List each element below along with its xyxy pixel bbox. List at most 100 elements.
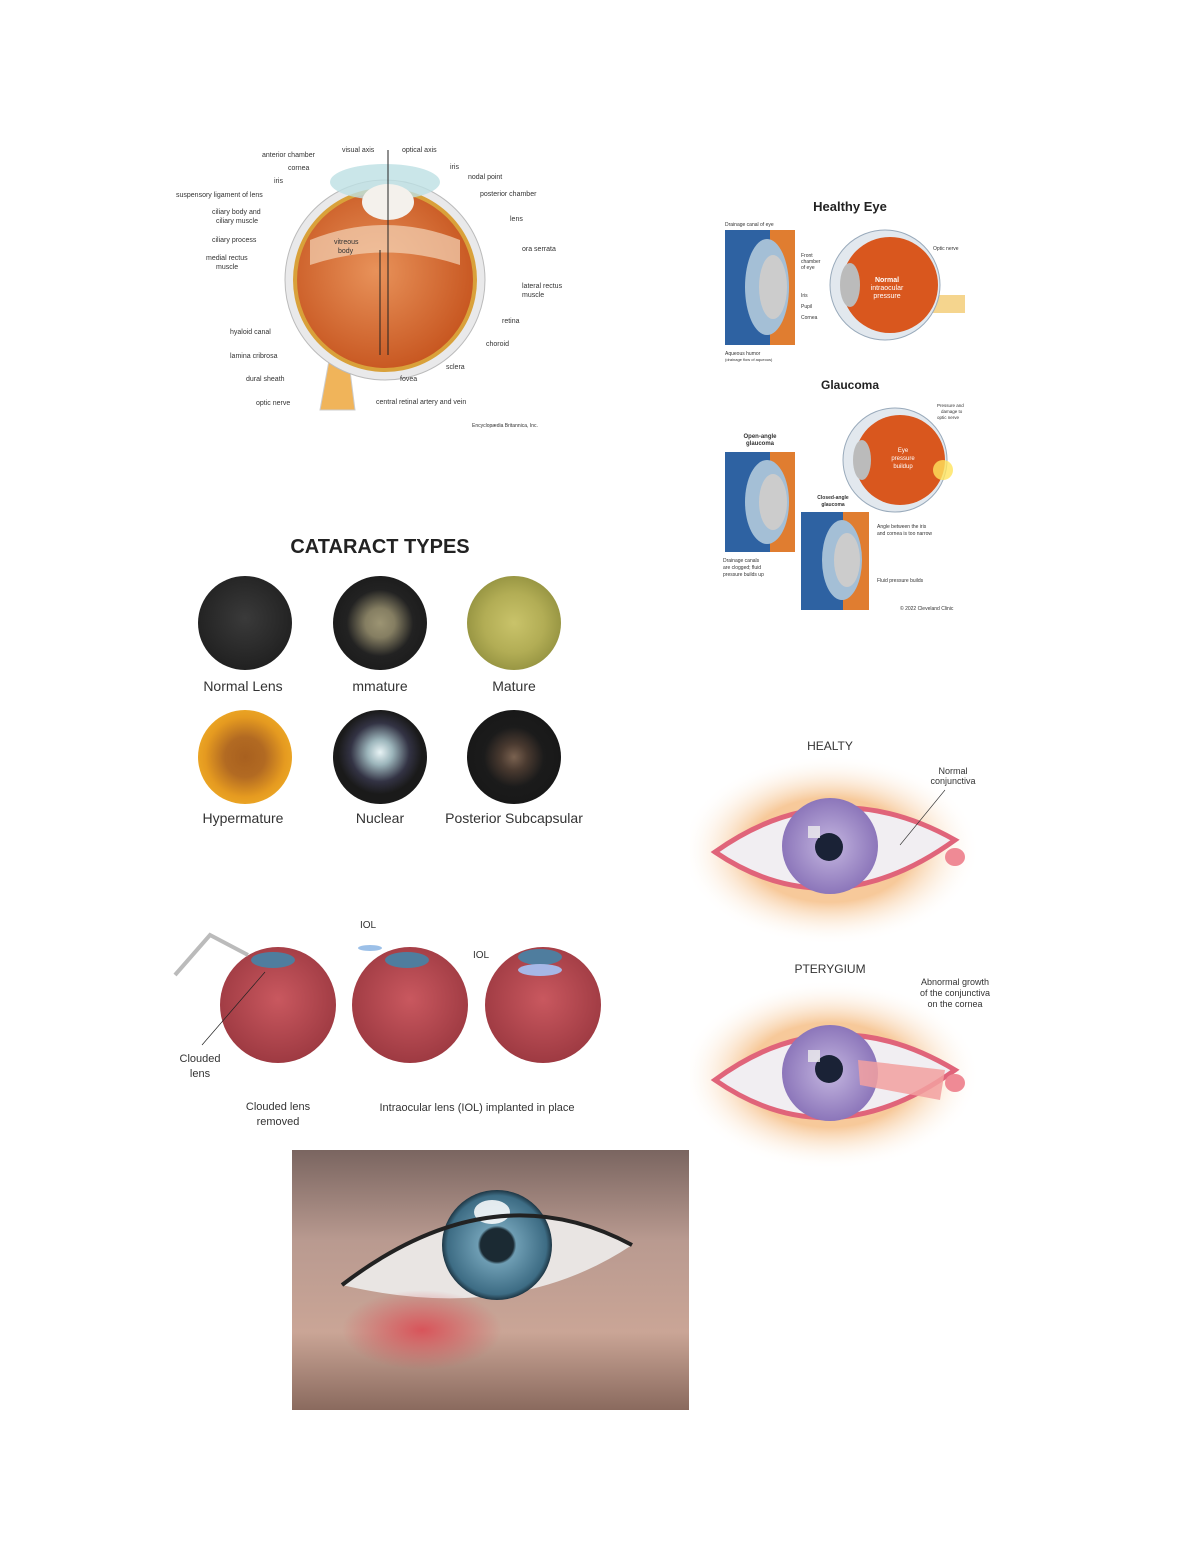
eyeball-step-1: [173, 932, 336, 1063]
figure-label: posterior chamber: [480, 191, 537, 198]
figure-label: ciliary body and: [212, 209, 261, 216]
figure-label: and cornea is too narrow: [877, 531, 932, 537]
figure-label: IOL: [473, 950, 490, 961]
figure-label: optic nerve: [256, 400, 290, 407]
figure-label: IOL: [360, 920, 377, 931]
figure-label: (drainage flow of aqueous): [725, 357, 773, 362]
figure-label: Clouded lens: [246, 1101, 311, 1113]
lens-label: mmature: [352, 678, 408, 694]
lens-posterior-subcapsular: [467, 710, 561, 804]
anatomy-labels-right: iris nodal point posterior chamber lens …: [376, 164, 563, 406]
lens-label: Nuclear: [355, 810, 405, 826]
figure-label: Drainage canal of eye: [725, 222, 774, 228]
figure-label: Eye: [898, 448, 909, 454]
anatomy-labels-top: visual axis optical axis: [342, 147, 437, 154]
lens-nuclear: [333, 710, 427, 804]
figure-label: Abnormal growth: [921, 977, 989, 987]
figure-label: conjunctiva: [930, 776, 975, 786]
lens-mature: [467, 576, 561, 670]
figure-label: Iris: [801, 293, 808, 299]
figure-label: Optic nerve: [933, 246, 959, 252]
figure-label: Pressure and: [937, 403, 964, 408]
figure-label: iris: [274, 178, 283, 185]
glaucoma-credit: © 2022 Cleveland Clinic: [900, 605, 954, 612]
figure-label: optic nerve: [937, 415, 960, 420]
figure-label: lateral rectus: [522, 283, 563, 290]
figure-label: body: [338, 248, 354, 255]
figure-label: visual axis: [342, 147, 375, 154]
lens-label: Hypermature: [202, 810, 284, 826]
figure-label: buildup: [893, 464, 913, 470]
figure-label: removed: [257, 1116, 300, 1128]
figure-label: ciliary process: [212, 237, 257, 244]
figure-label: Normal: [875, 277, 899, 284]
figure-label: Angle between the iris: [877, 524, 927, 530]
figure-label: pressure builds up: [723, 572, 764, 578]
figure-label: Front: [801, 253, 813, 259]
figure-label: lens: [190, 1068, 211, 1080]
figure-label: fovea: [400, 376, 417, 383]
pterygium-title: PTERYGIUM: [794, 962, 865, 976]
eye-anatomy-diagram: anterior chamber cornea iris suspensory …: [176, 147, 563, 429]
eyeball-step-3: [485, 947, 601, 1063]
figure-label: Clouded: [180, 1053, 221, 1065]
figure-label: medial rectus: [206, 255, 248, 262]
glaucoma-title: Glaucoma: [821, 378, 879, 392]
figure-label: of eye: [801, 265, 815, 271]
healthy-title: HEALTY: [807, 739, 853, 753]
cataract-surgery-diagram: IOL IOL Clouded lens Clouded lens remove…: [173, 920, 601, 1128]
figure-label: Aqueous humor: [725, 351, 761, 357]
figure-label: intraocular: [871, 285, 904, 292]
lens-label: Normal Lens: [203, 678, 283, 694]
figure-label: Closed-angle: [817, 495, 849, 501]
figure-label: nodal point: [468, 174, 502, 181]
figure-label: of the conjunctiva: [920, 988, 990, 998]
figure-label: Cornea: [801, 315, 818, 321]
figure-label: lens: [510, 216, 523, 223]
anatomy-labels-left: anterior chamber cornea iris suspensory …: [176, 152, 316, 407]
figure-label: central retinal artery and vein: [376, 399, 466, 406]
figure-label: pressure: [873, 293, 900, 300]
figure-label: hyaloid canal: [230, 329, 271, 336]
pterygium-diagram: HEALTY Normal conjunctiva PTERYGIUM Abno…: [690, 739, 990, 1170]
lens-normal: [198, 576, 292, 670]
lens-immature: [333, 576, 427, 670]
vitreous-label: vitreous: [334, 239, 359, 246]
figure-label: suspensory ligament of lens: [176, 192, 263, 199]
figure-label: choroid: [486, 341, 509, 348]
figure-label: glaucoma: [821, 502, 845, 508]
lens-label: Mature: [492, 678, 536, 694]
figure-label: ciliary muscle: [216, 218, 258, 225]
figure-label: on the cornea: [927, 999, 982, 1009]
figure-label: pressure: [891, 456, 915, 462]
figure-label: chamber: [801, 259, 821, 265]
figure-label: Intraocular lens (IOL) implanted in plac…: [379, 1102, 574, 1114]
figure-label: cornea: [288, 165, 310, 172]
figure-label: Open-angle: [743, 434, 777, 440]
lens-label: Posterior Subcapsular: [445, 810, 583, 826]
figure-label: Fluid pressure builds: [877, 578, 924, 584]
figure-label: ora serrata: [522, 246, 556, 253]
figure-label: are clogged; fluid: [723, 565, 761, 571]
figure-label: sclera: [446, 364, 465, 371]
figure-label: dural sheath: [246, 376, 285, 383]
cataract-types-title: CATARACT TYPES: [290, 536, 470, 558]
figure-label: retina: [502, 318, 520, 325]
eyeball-step-2: [352, 945, 468, 1063]
glaucoma-diagram: Healthy Eye Drainage canal of eye Front …: [723, 199, 965, 612]
figure-label: iris: [450, 164, 459, 171]
figure-label: muscle: [216, 264, 238, 271]
stye-eye-photo: [292, 1150, 689, 1410]
figure-label: optical axis: [402, 147, 437, 154]
lens-hypermature: [198, 710, 292, 804]
figure-label: anterior chamber: [262, 152, 316, 159]
figure-label: damage to: [941, 409, 963, 414]
anatomy-credit: Encyclopædia Britannica, Inc.: [472, 423, 538, 429]
figure-label: glaucoma: [746, 441, 775, 447]
figure-label: Normal: [938, 766, 967, 776]
figure-label: Pupil: [801, 304, 812, 310]
figure-label: lamina cribrosa: [230, 353, 278, 360]
healthy-eye-title: Healthy Eye: [813, 199, 887, 214]
figure-label: Drainage canals: [723, 558, 760, 564]
figure-label: muscle: [522, 292, 544, 299]
